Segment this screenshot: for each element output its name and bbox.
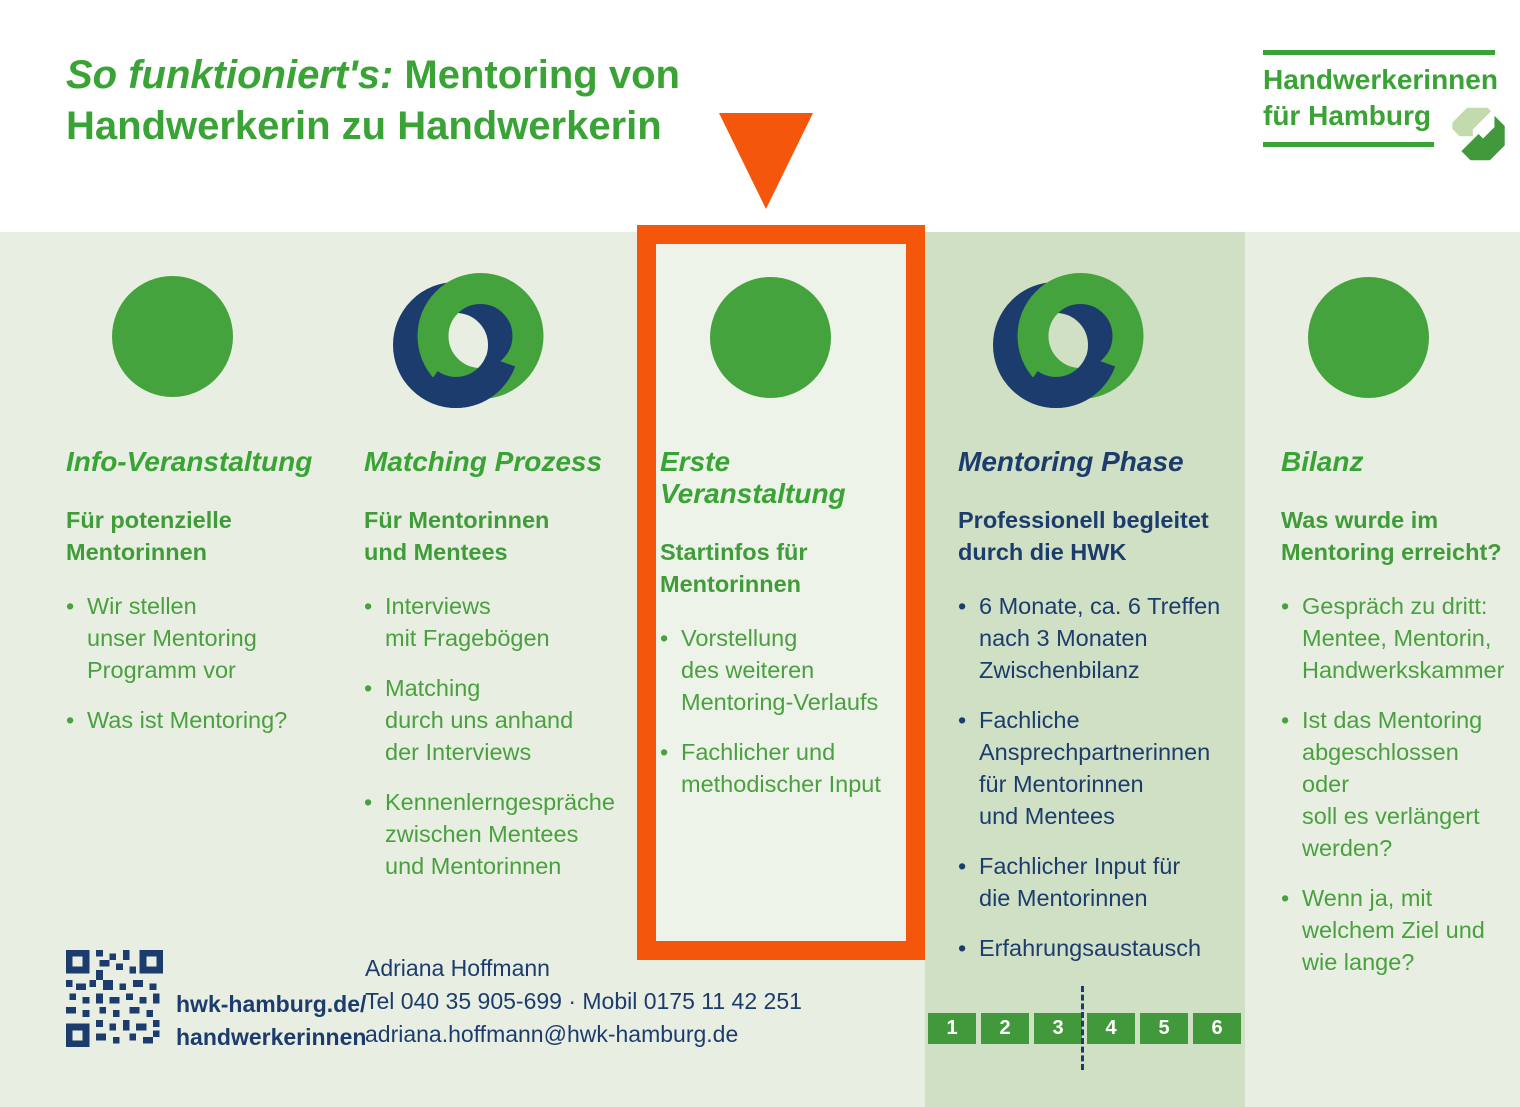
bullet-item: Kennenlerngespräche zwischen Mentees und… — [364, 786, 649, 882]
bullet-item: Fachlicher und methodischer Input — [660, 736, 902, 800]
bullet-list: Vorstellung des weiteren Mentoring-Verla… — [660, 622, 902, 800]
contact-block: Adriana Hoffmann Tel 040 35 905-699 · Mo… — [365, 952, 802, 1051]
contact-email: adriana.hoffmann@hwk-hamburg.de — [365, 1021, 739, 1047]
column-heading: Bilanz — [1281, 446, 1364, 477]
bullet-item: Matching durch uns anhand der Interviews — [364, 672, 649, 768]
logo-octagon-icon — [1451, 106, 1506, 162]
page-title-italic: So funktioniert's: — [66, 53, 405, 97]
logo-rule-top — [1263, 50, 1495, 55]
bullet-item: Wenn ja, mit welchem Ziel und wie lange? — [1281, 882, 1509, 978]
column-subtitle: Für Mentorinnen und Mentees — [364, 507, 550, 565]
contact-name: Adriana Hoffmann — [365, 955, 550, 981]
bullet-item: Fachlicher Input für die Mentorinnen — [958, 850, 1233, 914]
bullet-list: Gespräch zu dritt: Mentee, Mentorin, Han… — [1281, 590, 1509, 978]
column-heading: Info-Veranstaltung — [66, 446, 313, 477]
step3-circle-icon — [710, 277, 831, 398]
column-heading: Mentoring Phase — [958, 446, 1184, 477]
page-title: So funktioniert's: Mentoring von Handwer… — [66, 50, 680, 152]
logo-rule-bottom — [1263, 142, 1434, 147]
column-erste-veranstaltung: Erste Veranstaltung Startinfos für Mento… — [660, 446, 902, 818]
step1-circle-icon — [112, 276, 233, 397]
progress-step-6: 6 — [1193, 1013, 1241, 1044]
progress-step-4: 4 — [1087, 1013, 1135, 1044]
contact-phone: Tel 040 35 905-699 · Mobil 0175 11 42 25… — [365, 988, 802, 1014]
progress-step-2: 2 — [981, 1013, 1029, 1044]
bullet-item: Fachliche Ansprechpartnerinnen für Mento… — [958, 704, 1233, 832]
progress-step-5: 5 — [1140, 1013, 1188, 1044]
bullet-item: Erfahrungsaustausch — [958, 932, 1233, 964]
step4-interlocked-rings-icon — [993, 273, 1144, 408]
bullet-list: 6 Monate, ca. 6 Treffen nach 3 Monaten Z… — [958, 590, 1233, 964]
progress-step-3: 3 — [1034, 1013, 1082, 1044]
bullet-item: Vorstellung des weiteren Mentoring-Verla… — [660, 622, 902, 718]
bullet-item: Wir stellen unser Mentoring Programm vor — [66, 590, 336, 686]
column-subtitle: Startinfos für Mentorinnen — [660, 539, 808, 597]
column-subtitle: Für potenzielle Mentorinnen — [66, 507, 232, 565]
column-info-veranstaltung: Info-Veranstaltung Für potenzielle Mento… — [66, 446, 336, 754]
bullet-list: Interviews mit Fragebögen Matching durch… — [364, 590, 649, 882]
brand-logo-text: Handwerkerinnen für Hamburg — [1263, 64, 1498, 131]
bullet-item: Gespräch zu dritt: Mentee, Mentorin, Han… — [1281, 590, 1509, 686]
column-bilanz: Bilanz Was wurde im Mentoring erreicht? … — [1281, 446, 1509, 996]
site-url: hwk-hamburg.de/ handwerkerinnen — [176, 991, 367, 1050]
highlight-box — [637, 225, 925, 960]
progress-step-1: 1 — [928, 1013, 976, 1044]
column-subtitle: Professionell begleitet durch die HWK — [958, 507, 1209, 565]
bullet-item: Was ist Mentoring? — [66, 704, 336, 736]
bullet-item: 6 Monate, ca. 6 Treffen nach 3 Monaten Z… — [958, 590, 1233, 686]
midpoint-dashed-line — [1081, 986, 1084, 1070]
column-mentoring-phase: Mentoring Phase Professionell begleitet … — [958, 446, 1233, 982]
column-heading: Erste Veranstaltung — [660, 446, 846, 509]
step5-circle-icon — [1308, 277, 1429, 398]
step2-interlocked-rings-icon — [393, 273, 544, 408]
qr-code — [66, 950, 163, 1047]
progress-bar: 1 2 3 4 5 6 — [928, 1013, 1241, 1044]
bullet-item: Interviews mit Fragebögen — [364, 590, 649, 654]
pointer-triangle-icon — [719, 113, 813, 209]
column-heading: Matching Prozess — [364, 446, 603, 477]
bullet-list: Wir stellen unser Mentoring Programm vor… — [66, 590, 336, 736]
column-subtitle: Was wurde im Mentoring erreicht? — [1281, 507, 1502, 565]
column-matching-prozess: Matching Prozess Für Mentorinnen und Men… — [364, 446, 649, 900]
bullet-item: Ist das Mentoring abgeschlossen oder sol… — [1281, 704, 1509, 864]
page-title-rest: Mentoring von Handwerkerin zu Handwerker… — [66, 53, 680, 148]
